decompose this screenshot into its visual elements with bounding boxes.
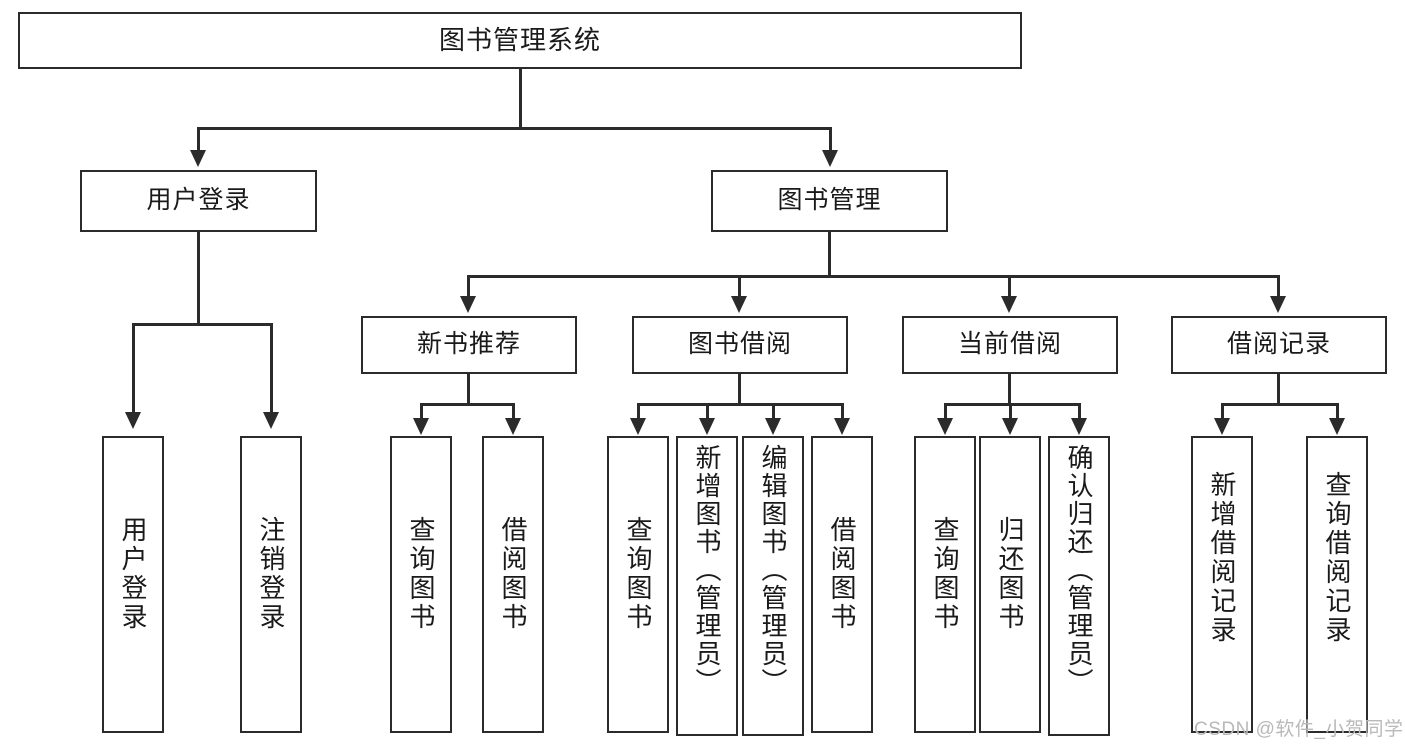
connector-book-manage-stem: [828, 232, 831, 277]
arrow-to-book-borrow: [731, 296, 747, 313]
arrow-to-leaf-return-book: [1002, 418, 1018, 435]
connector-br-drop-1: [1221, 403, 1224, 420]
connector-nbr-stem: [467, 374, 470, 405]
leaf-confirm-return-label: 确认归还（管理员）: [1064, 444, 1095, 696]
connector-user-login-bus: [133, 323, 272, 326]
leaf-borrow-book-2-label: 借阅图书: [827, 516, 858, 632]
csdn-watermark: CSDN @软件_小贺同学: [1194, 719, 1404, 740]
node-book-borrow-label: 图书借阅: [687, 330, 792, 359]
leaf-return-book-label: 归还图书: [995, 516, 1026, 632]
connector-bb-stem: [738, 374, 741, 405]
arrow-to-leaf-edit-book: [765, 418, 781, 435]
connector-root-to-book-manage: [829, 127, 832, 152]
arrow-to-leaf-query-book-2: [630, 418, 646, 435]
connector-bb-bus: [638, 403, 843, 406]
leaf-user-logout-label: 注销登录: [256, 516, 287, 632]
connector-bm-drop-2: [738, 275, 741, 298]
connector-root-to-user-login: [197, 127, 200, 152]
arrow-to-new-book-recommend: [460, 296, 476, 313]
arrow-to-leaf-borrow-book-1: [505, 418, 521, 435]
node-user-login-label: 用户登录: [146, 186, 251, 215]
node-new-book-recommend[interactable]: 新书推荐: [361, 316, 577, 374]
connector-cb-drop-3: [1078, 403, 1081, 420]
leaf-query-book-1-label: 查询图书: [406, 516, 437, 632]
arrow-to-leaf-add-record: [1214, 418, 1230, 435]
node-root-label: 图书管理系统: [438, 25, 601, 56]
node-current-borrow-label: 当前借阅: [957, 330, 1062, 359]
connector-user-login-drop-2: [270, 323, 273, 414]
connector-root-stem: [519, 69, 522, 129]
leaf-query-record-label: 查询借阅记录: [1322, 471, 1353, 645]
node-user-login[interactable]: 用户登录: [80, 170, 317, 232]
connector-nbr-drop-2: [512, 403, 515, 420]
node-borrow-record[interactable]: 借阅记录: [1171, 316, 1387, 374]
connector-bb-drop-4: [841, 403, 844, 420]
leaf-user-login[interactable]: 用户登录: [102, 436, 164, 733]
connector-nbr-bus: [421, 403, 514, 406]
arrow-to-leaf-user-login: [125, 412, 141, 429]
leaf-borrow-book-1[interactable]: 借阅图书: [482, 436, 544, 733]
leaf-query-record[interactable]: 查询借阅记录: [1306, 436, 1368, 733]
leaf-return-book[interactable]: 归还图书: [979, 436, 1041, 733]
leaf-add-book-label: 新增图书（管理员）: [692, 444, 723, 696]
leaf-borrow-book-1-label: 借阅图书: [498, 516, 529, 632]
connector-root-bus: [198, 127, 831, 130]
arrow-to-leaf-add-book: [699, 418, 715, 435]
arrow-to-leaf-query-book-1: [413, 418, 429, 435]
arrow-to-book-manage: [822, 150, 838, 167]
leaf-add-record-label: 新增借阅记录: [1207, 471, 1238, 645]
node-current-borrow[interactable]: 当前借阅: [902, 316, 1118, 374]
leaf-edit-book-label: 编辑图书（管理员）: [758, 444, 789, 696]
leaf-confirm-return[interactable]: 确认归还（管理员）: [1048, 436, 1110, 736]
leaf-query-book-3-label: 查询图书: [930, 516, 961, 632]
arrow-to-current-borrow: [1001, 296, 1017, 313]
leaf-user-login-label: 用户登录: [118, 516, 149, 632]
connector-br-drop-2: [1336, 403, 1339, 420]
connector-bm-drop-1: [467, 275, 470, 298]
node-book-manage-label: 图书管理: [777, 186, 882, 215]
connector-book-manage-bus: [468, 275, 1279, 278]
node-root[interactable]: 图书管理系统: [18, 12, 1022, 69]
leaf-borrow-book-2[interactable]: 借阅图书: [811, 436, 873, 733]
arrow-to-leaf-confirm-return: [1071, 418, 1087, 435]
arrow-to-leaf-query-record: [1329, 418, 1345, 435]
leaf-query-book-2[interactable]: 查询图书: [607, 436, 669, 733]
leaf-query-book-2-label: 查询图书: [623, 516, 654, 632]
leaf-user-logout[interactable]: 注销登录: [240, 436, 302, 733]
arrow-to-user-login: [190, 150, 206, 167]
node-book-borrow[interactable]: 图书借阅: [632, 316, 848, 374]
connector-cb-drop-2: [1009, 403, 1012, 420]
leaf-query-book-3[interactable]: 查询图书: [914, 436, 976, 733]
connector-bb-drop-2: [706, 403, 709, 420]
arrow-to-borrow-record: [1270, 296, 1286, 313]
node-borrow-record-label: 借阅记录: [1226, 330, 1331, 359]
connector-user-login-stem: [197, 232, 200, 325]
leaf-add-record[interactable]: 新增借阅记录: [1191, 436, 1253, 733]
arrow-to-leaf-borrow-book-2: [834, 418, 850, 435]
arrow-to-leaf-query-book-3: [937, 418, 953, 435]
leaf-query-book-1[interactable]: 查询图书: [390, 436, 452, 733]
node-book-manage[interactable]: 图书管理: [711, 170, 948, 232]
connector-bb-drop-3: [772, 403, 775, 420]
connector-bm-drop-3: [1008, 275, 1011, 298]
connector-user-login-drop-1: [132, 323, 135, 414]
connector-cb-drop-1: [944, 403, 947, 420]
connector-cb-stem: [1008, 374, 1011, 405]
connector-bm-drop-4: [1277, 275, 1280, 298]
connector-cb-bus: [945, 403, 1080, 406]
leaf-edit-book[interactable]: 编辑图书（管理员）: [742, 436, 804, 736]
node-new-book-recommend-label: 新书推荐: [416, 330, 521, 359]
connector-br-bus: [1222, 403, 1338, 406]
arrow-to-leaf-user-logout: [263, 412, 279, 429]
connector-br-stem: [1277, 374, 1280, 405]
connector-bb-drop-1: [637, 403, 640, 420]
leaf-add-book[interactable]: 新增图书（管理员）: [676, 436, 738, 736]
connector-nbr-drop-1: [420, 403, 423, 420]
